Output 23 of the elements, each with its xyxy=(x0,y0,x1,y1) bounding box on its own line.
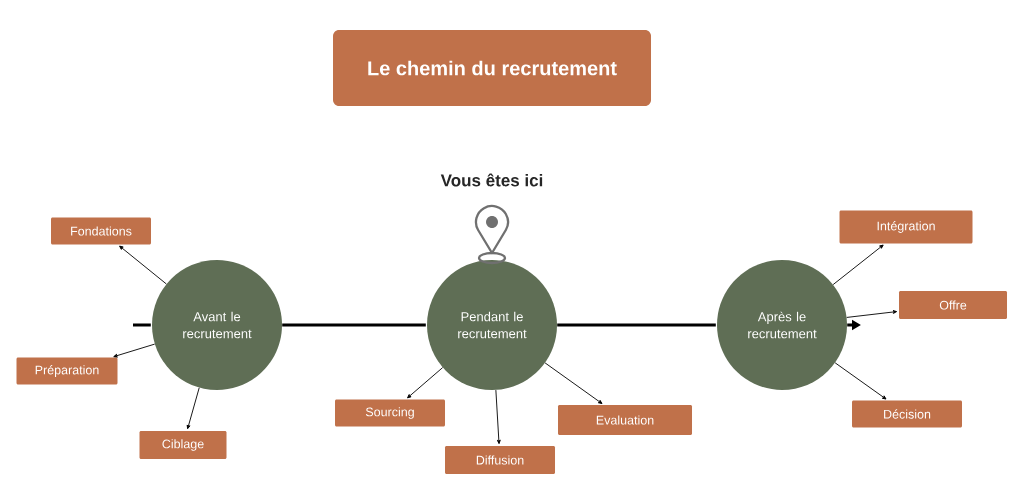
arrow xyxy=(186,387,200,430)
arrow xyxy=(495,389,501,445)
arrow xyxy=(834,362,887,400)
step-box: Fondations xyxy=(51,217,151,245)
arrow xyxy=(544,362,603,404)
step-box: Décision xyxy=(852,400,962,428)
arrow xyxy=(832,244,884,286)
heading: Vous êtes ici xyxy=(440,173,543,187)
timeline-line xyxy=(133,323,151,327)
arrow xyxy=(846,310,898,318)
timeline-line xyxy=(282,323,426,327)
title-banner: Le chemin du recrutement xyxy=(333,30,651,106)
arrow xyxy=(113,343,156,358)
arrow xyxy=(119,245,167,285)
timeline-line xyxy=(557,323,716,327)
step-box: Offre xyxy=(899,291,1007,319)
step-box: Evaluation xyxy=(558,405,692,435)
step-box: Intégration xyxy=(839,210,973,244)
step-box: Diffusion xyxy=(445,446,555,474)
step-box: Préparation xyxy=(16,357,118,385)
arrow xyxy=(407,367,444,399)
step-box: Sourcing xyxy=(335,399,445,427)
step-box: Ciblage xyxy=(139,431,227,459)
